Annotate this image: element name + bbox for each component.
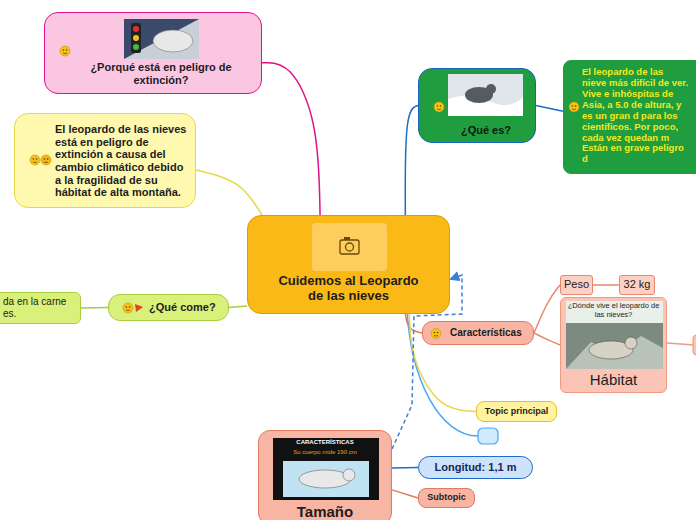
- connector: [229, 306, 247, 307]
- connector: [196, 170, 262, 215]
- node-text: Tamaño: [259, 431, 391, 520]
- connector: [536, 106, 563, 112]
- image-topic-box: Hábitat: [560, 297, 667, 393]
- branch-line: [667, 343, 694, 345]
- node-text: Peso: [561, 276, 592, 291]
- connector: [534, 285, 560, 333]
- node-text: Longitud: 1,1 m: [419, 457, 532, 474]
- connector: [405, 106, 418, 216]
- note-box: da en la carne es.: [0, 292, 81, 324]
- connector: [534, 333, 560, 345]
- empty-topic-box: [478, 428, 498, 444]
- topic-box: ¿Porqué está en peligro de extinción?: [44, 12, 262, 94]
- subtopic-box: Características: [422, 321, 534, 345]
- node-text: ¿Qué es?: [419, 69, 535, 137]
- connector: [392, 467, 418, 469]
- node-text: Características: [423, 322, 533, 339]
- node-text: El leopardo de las nieves está en peligr…: [15, 114, 195, 199]
- node-text: Topic principal: [477, 402, 556, 416]
- image-topic-box: Tamaño: [258, 430, 392, 520]
- subtopic-box: Longitud: 1,1 m: [418, 456, 533, 479]
- node-text: El leopardo de las nieve más difícil de …: [564, 61, 696, 165]
- subtopic-box: 32 kg: [619, 275, 655, 295]
- node-text: ¿Qué come?: [109, 295, 228, 314]
- node-text: ¿Porqué está en peligro de extinción?: [45, 13, 261, 86]
- note-box: El leopardo de las nieve más difícil de …: [563, 60, 696, 174]
- connector: [593, 284, 619, 286]
- node-text: Hábitat: [561, 298, 666, 388]
- note-box: El leopardo de las nieves está en peligr…: [14, 113, 196, 208]
- subtopic-box: Peso: [560, 275, 593, 295]
- connector: [81, 307, 108, 309]
- node-text: Subtopic: [419, 489, 474, 502]
- topic-box: Topic principal: [476, 401, 557, 422]
- node-text: 32 kg: [620, 276, 654, 291]
- topic-box: ¿Qué es?: [418, 68, 536, 143]
- connector: [392, 490, 418, 498]
- empty-topic-box: [693, 335, 696, 355]
- node-text: Cuidemos al Leopardo de las nieves: [248, 216, 449, 304]
- connector: [262, 63, 320, 215]
- subtopic-box: Subtopic: [418, 488, 475, 508]
- central-topic: Cuidemos al Leopardo de las nieves: [247, 215, 450, 314]
- topic-box: ¿Qué come?: [108, 294, 229, 321]
- node-text: da en la carne es.: [0, 293, 80, 319]
